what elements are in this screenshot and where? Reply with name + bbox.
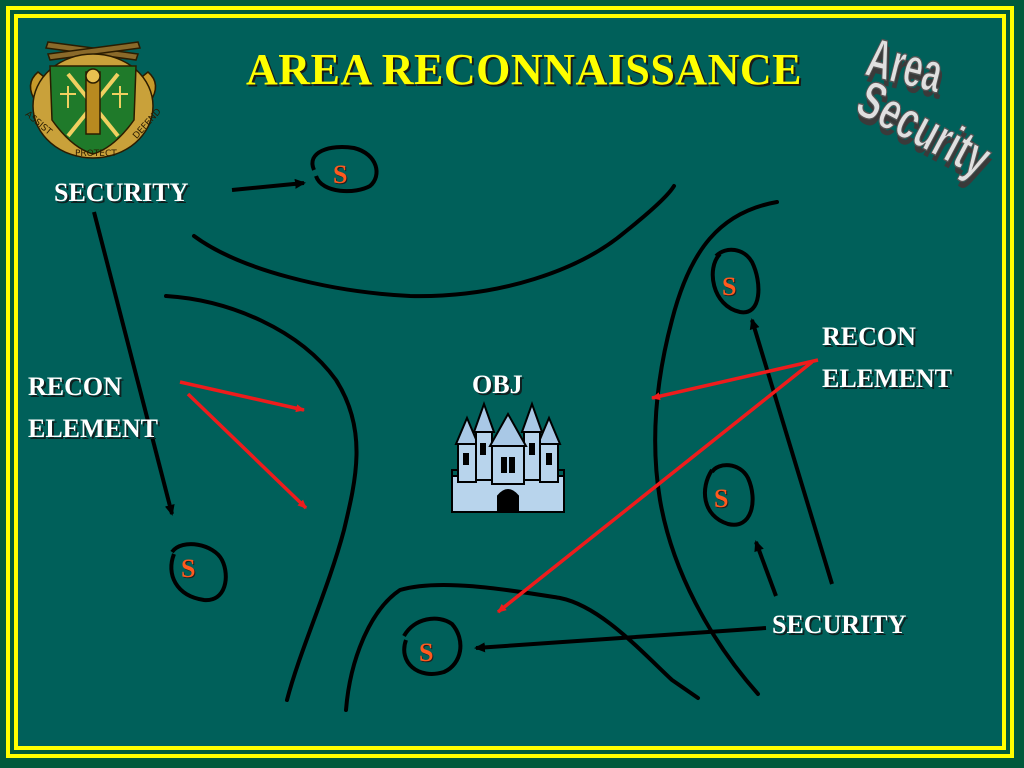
security-circle-bottom: [402, 616, 463, 676]
recon-arrow-right-lower: [496, 360, 814, 614]
label-recon-right-line1: RECON: [822, 322, 916, 351]
crest-icon: ASSIST PROTECT DEFEND: [23, 41, 164, 159]
label-security-top-left: SECURITY: [54, 178, 189, 207]
security-arrow-bottom: [474, 626, 767, 653]
recon-arrow-left-upper: [179, 380, 305, 413]
terrain-line-top: [192, 184, 676, 299]
label-security-bottom-right: SECURITY: [772, 610, 907, 639]
outer-frame: [6, 6, 1014, 758]
security-arrow-left: [92, 211, 175, 516]
security-circle-top: [310, 145, 379, 194]
security-circle-right-lower: [703, 463, 755, 527]
terrain-line-right: [653, 200, 779, 696]
security-circle-left-lower: [169, 542, 228, 603]
security-circle-right-upper: [710, 247, 761, 315]
recon-arrow-left-lower: [186, 392, 308, 510]
security-marker-right-lower: S: [714, 484, 729, 513]
terrain-line-bottom: [344, 582, 700, 712]
castle-icon: [451, 401, 565, 513]
security-marker-bottom: S: [419, 638, 434, 667]
security-arrow-right-short: [754, 540, 778, 597]
slide-title: AREA RECONNAISSANCE: [246, 45, 802, 94]
label-recon-right-line2: ELEMENT: [822, 364, 953, 393]
objective-label: OBJ: [472, 370, 523, 399]
security-marker-top: S: [333, 160, 348, 189]
security-arrow-right-long: [749, 318, 834, 585]
security-marker-left-lower: S: [181, 554, 196, 583]
security-arrow-top: [231, 178, 306, 192]
label-recon-left-line2: ELEMENT: [28, 414, 159, 443]
terrain-line-left: [164, 294, 359, 702]
label-recon-left-line1: RECON: [28, 372, 122, 401]
security-marker-right-upper: S: [722, 272, 737, 301]
crest-motto-bottom: PROTECT: [75, 149, 117, 159]
recon-arrow-right-upper: [651, 358, 819, 401]
inner-frame: [14, 14, 1006, 750]
area-security-wordart: Area Area Security Security: [847, 25, 1003, 195]
